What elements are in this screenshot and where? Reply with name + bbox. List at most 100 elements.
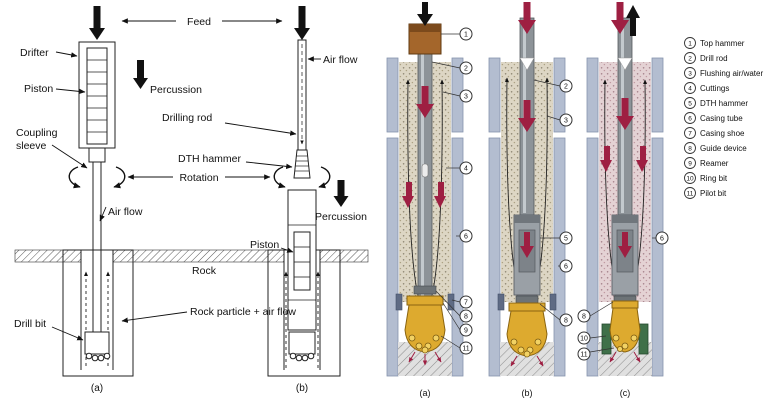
- legend-label: Flushing air/water: [700, 69, 763, 78]
- legend-num: 11: [687, 190, 694, 197]
- legend-label: Casing tube: [700, 114, 743, 123]
- dth-hammer-b-icon: [513, 214, 541, 306]
- impact-arrow-a-icon: [417, 2, 433, 26]
- drill-bit-b: [288, 331, 316, 362]
- tophammer-diagram: [78, 41, 116, 333]
- callout-num: 1: [464, 32, 468, 39]
- legend-label: Pilot bit: [700, 189, 727, 198]
- return-up-arrow-icon: [626, 5, 640, 36]
- ring-bit-right: [638, 323, 649, 355]
- percussion-b-label: Percussion: [315, 211, 367, 223]
- sub-label-right-c: (c): [620, 388, 631, 398]
- legend-num: 9: [688, 160, 692, 167]
- sub-label-a: (a): [91, 383, 103, 394]
- bit-jet-arrows-a-icon: [408, 351, 442, 366]
- legend-num: 5: [688, 100, 692, 107]
- legend-num: 2: [688, 55, 692, 62]
- legend-item: 2 Drill rod: [684, 52, 728, 64]
- dth-hammer-label: DTH hammer: [178, 153, 242, 165]
- guide-device-a: [413, 285, 437, 295]
- legend-num: 3: [688, 70, 692, 77]
- flow-arrows-c-icon: [600, 2, 648, 172]
- callout-num: 6: [464, 234, 468, 241]
- piston-b-leader: [280, 247, 294, 253]
- callout-num: 11: [462, 346, 469, 353]
- callouts-b: 2 3 5 6 8: [533, 79, 573, 327]
- percussion-a-arrow-icon: [133, 60, 148, 89]
- piston-a-label: Piston: [24, 83, 53, 95]
- legend-label: Cuttings: [700, 84, 729, 93]
- legend-num: 6: [688, 115, 692, 122]
- rock-particle-leader: [121, 311, 188, 323]
- piston-segments: [87, 59, 107, 133]
- legend-label: Reamer: [700, 159, 729, 168]
- legend-item: 7 Casing shoe: [684, 127, 745, 139]
- callout-num: 6: [660, 236, 664, 243]
- bit-teeth: [85, 352, 111, 362]
- bit-teeth: [612, 334, 638, 352]
- callout-num: 9: [464, 328, 468, 335]
- borehole-b: [283, 250, 321, 370]
- piston-b-label: Piston: [250, 239, 279, 251]
- illustration-panel: 1 2 3 4 6 7 8 9 11 (a): [386, 2, 763, 398]
- thread-lines: [294, 155, 310, 172]
- schematic-panel: Feed Drifter Piston: [14, 6, 369, 394]
- feed-thrust-arrow-a-icon: [89, 6, 105, 40]
- feed-label: Feed: [187, 16, 211, 28]
- callout-num: 2: [464, 66, 468, 73]
- coupling-label-2: sleeve: [16, 140, 47, 152]
- airflow-a-leader: [99, 206, 107, 222]
- drill-bit-a: [84, 331, 111, 362]
- legend-num: 10: [686, 175, 694, 182]
- dth-hammer-leader: [245, 161, 293, 170]
- percussion-b-arrow-icon: [333, 180, 349, 207]
- rod-chamfer: [617, 57, 633, 71]
- callout-num: 4: [464, 166, 468, 173]
- rod-chamfer: [519, 57, 535, 71]
- sub-label-right-b: (b): [522, 388, 533, 398]
- drill-bit-label: Drill bit: [14, 318, 46, 330]
- dth-thread: [293, 149, 311, 179]
- legend-item: 5 DTH hammer: [684, 97, 748, 109]
- callout-num: 3: [464, 94, 468, 101]
- feed-thrust-arrow-b-icon: [294, 6, 310, 40]
- piston-b-segments: [294, 246, 310, 278]
- pilot-bit-c: [609, 300, 641, 353]
- callout-num: 2: [564, 84, 568, 91]
- drifter-leader: [55, 51, 78, 58]
- legend-label: Ring bit: [700, 174, 728, 183]
- piston-a-leader: [55, 88, 86, 95]
- legend-label: Casing shoe: [700, 129, 745, 138]
- legend-item: 4 Cuttings: [684, 82, 729, 94]
- legend-item: 1 Top hammer: [684, 37, 745, 49]
- illustration-c: 6 8 10 11 (c): [577, 2, 669, 398]
- callouts-c: 6 8 10 11: [577, 231, 669, 361]
- callout-num: 11: [580, 352, 587, 359]
- rotation-arcs-icon: [68, 166, 331, 189]
- sub-label-b: (b): [296, 383, 308, 394]
- box-a: [62, 249, 134, 377]
- casing-shoe-left: [395, 293, 403, 311]
- callouts-a: 1 2 3 4 6 7 8 9 11: [431, 27, 473, 355]
- bit-jet-arrows-c-icon: [609, 351, 641, 363]
- legend-item: 10 Ring bit: [684, 172, 728, 184]
- callout-num: 8: [564, 318, 568, 325]
- drifter-label: Drifter: [20, 47, 49, 59]
- legend-item: 6 Casing tube: [684, 112, 743, 124]
- drilling-rod-label: Drilling rod: [162, 112, 212, 124]
- legend: 1 Top hammer 2 Drill rod 3 Flushing air/…: [684, 37, 763, 199]
- rotation-label: Rotation: [179, 172, 218, 184]
- bit-a: [404, 295, 446, 354]
- flow-arrows-a-icon: [402, 86, 446, 208]
- legend-num: 1: [688, 40, 692, 47]
- bit-teeth: [510, 338, 542, 358]
- drill-bit-leader: [51, 326, 84, 341]
- casing-shoe-left: [497, 293, 505, 311]
- airflow-a-label: Air flow: [108, 206, 143, 218]
- airflow-b-label: Air flow: [323, 54, 358, 66]
- casing-shoe-right: [549, 293, 557, 311]
- casing-shoe-right: [447, 293, 455, 311]
- callout-num: 10: [580, 336, 588, 343]
- sub-label-right-a: (a): [420, 388, 431, 398]
